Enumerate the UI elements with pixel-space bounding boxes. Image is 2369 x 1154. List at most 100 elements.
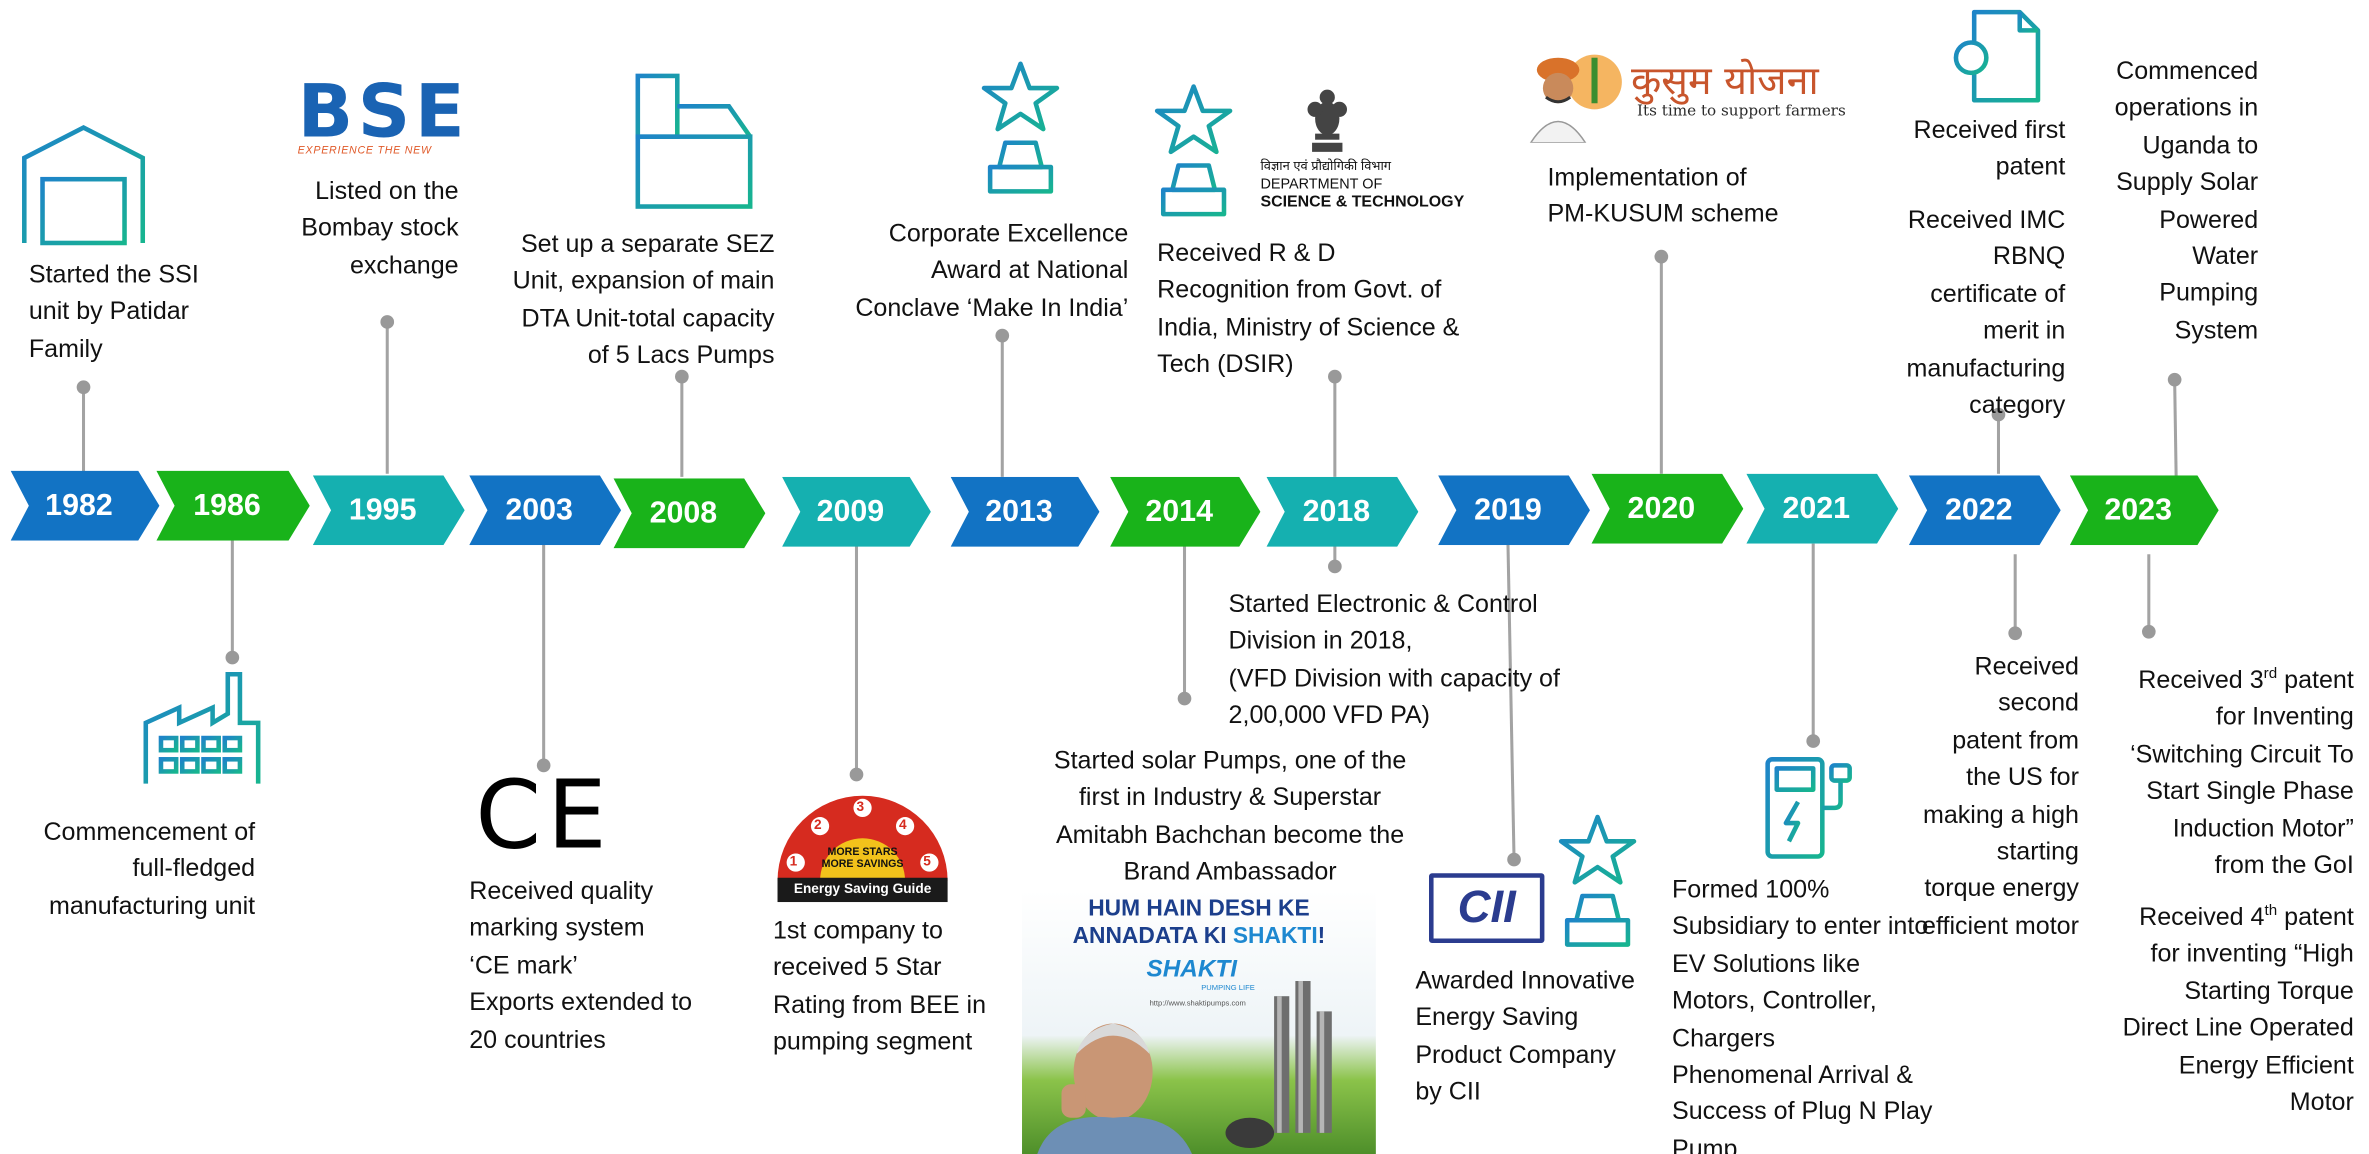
ad-headline-1: HUM HAIN DESH KE bbox=[1088, 895, 1310, 922]
text-line: India, Ministry of Science & bbox=[1157, 314, 1460, 342]
event-2018-rd-text: Received R & D Recognition from Govt. of… bbox=[1157, 235, 1459, 383]
text-line: Received 3rd patent bbox=[2080, 662, 2354, 699]
text-line: Started Electronic & Control bbox=[1228, 590, 1538, 619]
bee-star-rating-label: 1 2 3 4 5 MORE STARS MORE SAVINGS Energy… bbox=[774, 790, 950, 905]
text-line: Motor bbox=[2289, 1088, 2354, 1117]
ad-headline-2a: ANNADATA KI bbox=[1072, 923, 1233, 950]
sez-building-icon bbox=[631, 73, 757, 209]
event-2019-text: Awarded Innovative Energy Saving Product… bbox=[1415, 963, 1635, 1111]
ad-headline-2b: SHAKTI bbox=[1232, 923, 1318, 950]
year-label: 2014 bbox=[1145, 494, 1213, 528]
text-line: Division in 2018, bbox=[1228, 627, 1413, 656]
year-marker-2008: 2008 bbox=[613, 478, 766, 549]
year-marker-2018: 2018 bbox=[1266, 476, 1419, 547]
warehouse-icon bbox=[19, 125, 148, 246]
event-2003-text: Received quality marking system ‘CE mark… bbox=[469, 873, 692, 1058]
ev-charger-icon bbox=[1761, 756, 1852, 862]
text-line: second bbox=[1998, 690, 2079, 718]
text-line: torque energy bbox=[1924, 875, 2079, 903]
superscript: rd bbox=[2263, 665, 2278, 683]
text-line: Water bbox=[2192, 243, 2259, 271]
bee-star-4: 4 bbox=[899, 817, 907, 833]
text-line: Subsidiary to enter into bbox=[1671, 913, 1929, 941]
text-part: Received 4 bbox=[2139, 903, 2265, 931]
text-line: Pumping bbox=[2159, 280, 2259, 308]
text-line: Induction Motor” bbox=[2172, 814, 2354, 843]
year-marker-2022: 2022 bbox=[1908, 475, 2061, 546]
text-line: Formed 100% bbox=[1671, 876, 1830, 904]
kusum-logo: कुसुम योजना Its time to support farmers bbox=[1525, 43, 1846, 149]
text-line: Received first bbox=[1913, 116, 2066, 145]
dst-hindi-text: विज्ञान एवं प्रौद्योगिकी विभाग bbox=[1260, 157, 1392, 174]
event-2021-text: Formed 100% Subsidiary to enter into EV … bbox=[1672, 872, 1932, 1154]
ad-url: http://www.shaktipumps.com bbox=[1149, 999, 1246, 1009]
text-line: Listed on the bbox=[315, 177, 459, 206]
text-line: from the GoI bbox=[2214, 851, 2354, 880]
text-line: Commencement of bbox=[43, 818, 256, 846]
bee-star-2: 2 bbox=[813, 817, 822, 833]
text-line: category bbox=[1969, 391, 2066, 420]
event-2009-text: 1st company to received 5 Star Rating fr… bbox=[773, 913, 986, 1061]
text-line: Received bbox=[1974, 652, 2079, 681]
dst-logo: विज्ञान एवं प्रौद्योगिकी विभाग DEPARTMEN… bbox=[1257, 88, 1485, 219]
text-line: Started the SSI bbox=[28, 261, 199, 289]
bee-star-1: 1 bbox=[789, 853, 798, 869]
text-line: unit by Patidar bbox=[28, 298, 190, 326]
text-line: Recognition from Govt. of bbox=[1157, 277, 1442, 305]
text-line: Started solar Pumps, one of the bbox=[1053, 747, 1407, 775]
year-marker-1982: 1982 bbox=[10, 470, 160, 541]
event-2022-patent-text: Received first patent bbox=[1877, 112, 2066, 186]
text-line: efficient motor bbox=[1922, 912, 2079, 940]
text-line: Received quality bbox=[469, 877, 654, 906]
event-2018-vfd-text: Started Electronic & Control Division in… bbox=[1229, 586, 1560, 734]
farmer-icon bbox=[1529, 54, 1622, 143]
event-2022-us-patent-text: Received second patent from the US for m… bbox=[1883, 648, 2079, 945]
year-marker-2023: 2023 bbox=[2069, 475, 2219, 546]
text-line: PM-KUSUM scheme bbox=[1547, 201, 1779, 229]
event-1982-text: Started the SSI unit by Patidar Family bbox=[29, 257, 199, 368]
text-line: of 5 Lacs Pumps bbox=[587, 342, 775, 370]
text-line: operations in bbox=[2114, 94, 2259, 123]
text-line: RBNQ bbox=[1992, 243, 2066, 271]
year-label: 2023 bbox=[2104, 492, 2172, 527]
superscript: th bbox=[2264, 902, 2278, 920]
factory-icon bbox=[139, 671, 265, 788]
dst-line-2: SCIENCE & TECHNOLOGY bbox=[1260, 192, 1465, 212]
text-line: marking system bbox=[469, 914, 645, 943]
ad-headline-2: ANNADATA KI SHAKTI! bbox=[1022, 923, 1376, 949]
year-marker-2014: 2014 bbox=[1110, 476, 1261, 547]
year-marker-2009: 2009 bbox=[782, 476, 931, 547]
text-line: Start Single Phase bbox=[2146, 777, 2354, 806]
text-line: manufacturing unit bbox=[48, 892, 256, 920]
text-line: Chargers bbox=[1671, 1024, 1776, 1052]
text-line: DTA Unit-total capacity bbox=[521, 304, 775, 333]
text-line: Success of Plug N Play bbox=[1671, 1098, 1933, 1126]
text-line: Motors, Controller, bbox=[1671, 987, 1877, 1015]
text-line: Set up a separate SEZ bbox=[520, 230, 775, 259]
text-line: Corporate Excellence bbox=[888, 220, 1129, 248]
text-part: Received 3 bbox=[2138, 666, 2264, 695]
year-marker-2013: 2013 bbox=[950, 476, 1100, 547]
text-line: Supply Solar bbox=[2116, 168, 2259, 197]
text-line: manufacturing bbox=[1906, 354, 2066, 383]
text-line: Unit, expansion of main bbox=[512, 267, 775, 296]
text-line: for Inventing bbox=[2215, 703, 2354, 732]
event-2014-text: Started solar Pumps, one of the first in… bbox=[1027, 743, 1434, 891]
text-line: Direct Line Operated bbox=[2122, 1014, 2354, 1043]
text-line: first in Industry & Superstar bbox=[1078, 784, 1382, 812]
text-line: Received R & D bbox=[1157, 239, 1336, 268]
ambassador-photo bbox=[1037, 981, 1332, 1154]
text-line: Tech (DSIR) bbox=[1157, 351, 1294, 379]
text-line: Pump bbox=[1671, 1135, 1738, 1154]
text-line: Family bbox=[28, 335, 103, 363]
text-line: Commenced bbox=[2116, 57, 2259, 86]
text-line: the US for bbox=[1966, 764, 2079, 792]
text-line: Award at National bbox=[930, 257, 1129, 285]
bee-tagline-top: MORE STARS bbox=[827, 847, 898, 859]
text-line: Exports extended to bbox=[469, 988, 693, 1017]
year-label: 2018 bbox=[1302, 494, 1371, 528]
text-line: received 5 Star bbox=[772, 954, 942, 982]
text-line: Energy Efficient bbox=[2178, 1051, 2354, 1080]
bse-logo-text: BSE bbox=[297, 69, 470, 155]
text-part: patent bbox=[2277, 666, 2354, 695]
